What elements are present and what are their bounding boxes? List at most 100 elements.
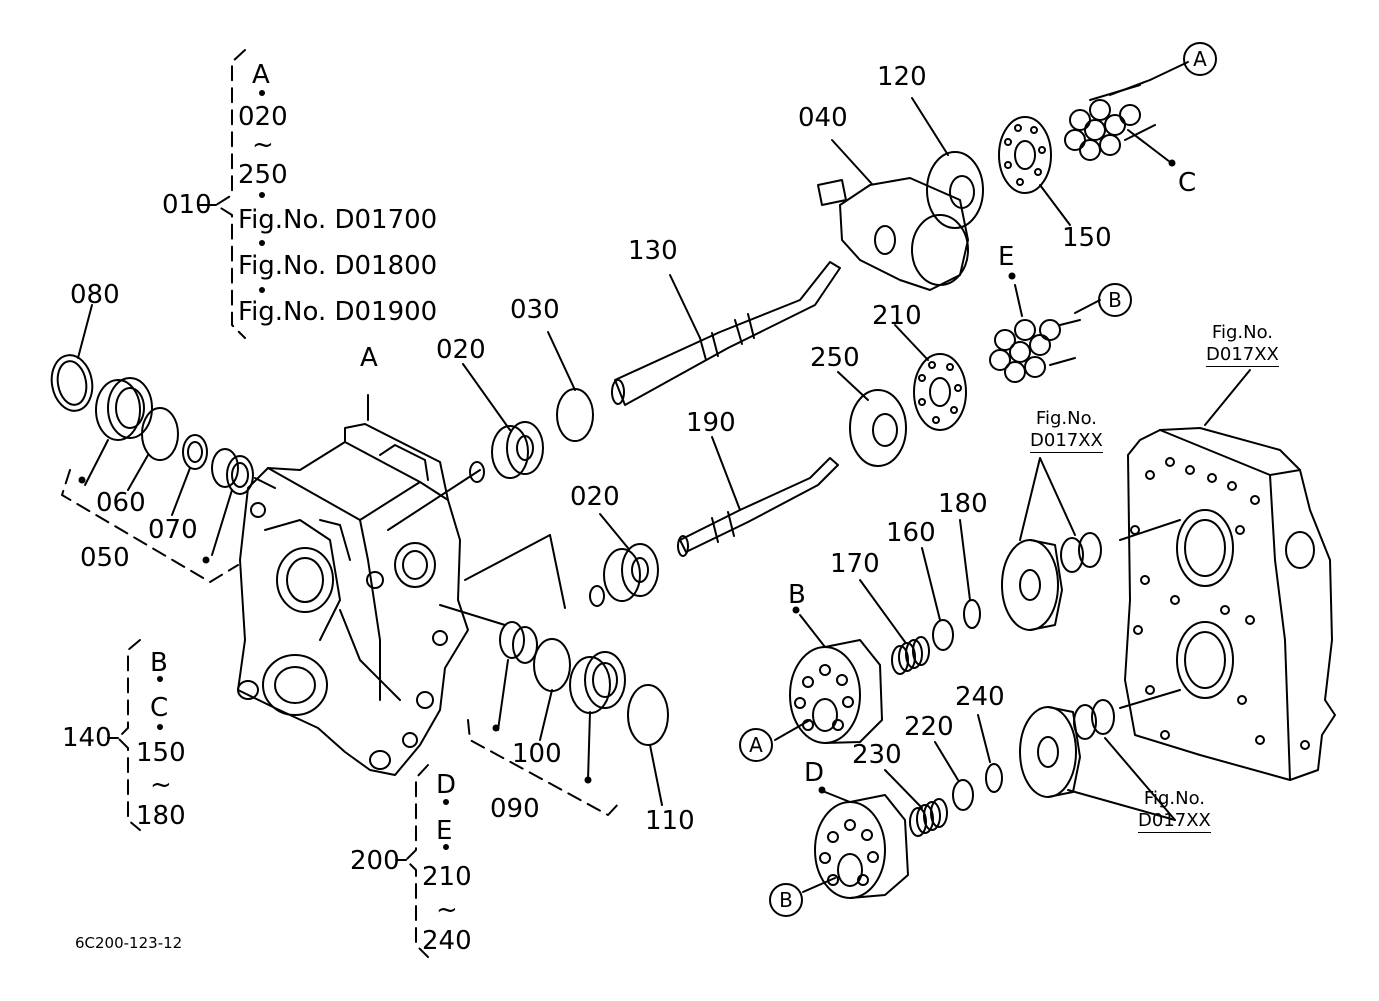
- bush-lower: [1073, 699, 1115, 740]
- figref-middle-line2: D017XX: [1030, 430, 1103, 453]
- valve-plate-210: [913, 353, 967, 431]
- bearing-070: [182, 434, 208, 470]
- pistons-top: [1064, 79, 1156, 161]
- group-010-line-1: A: [252, 60, 270, 90]
- group-200-line-3: 210: [422, 862, 472, 892]
- part-label-040: 040: [798, 103, 848, 133]
- group-200-line-1: D: [436, 770, 457, 800]
- ring-110: [627, 684, 669, 746]
- seal-050: [95, 377, 153, 441]
- part-label-190: 190: [686, 408, 736, 438]
- letter-B-block: B: [788, 580, 806, 610]
- bracket-010: [215, 49, 246, 339]
- part-label-150: 150: [1062, 223, 1112, 253]
- part-label-070: 070: [148, 515, 198, 545]
- bush-090: [499, 621, 538, 664]
- part-label-090: 090: [490, 794, 540, 824]
- letter-D-block: D: [804, 758, 825, 788]
- ring-080: [50, 354, 94, 412]
- shaft-130: [611, 261, 841, 406]
- group-010-line-2: 020: [238, 102, 288, 132]
- group-140-line-1: B: [150, 648, 168, 678]
- part-label-160: 160: [886, 518, 936, 548]
- part-label-140: 140: [62, 723, 112, 753]
- spring-170: [891, 636, 930, 675]
- seal-lower: [569, 651, 626, 714]
- snap-ring-small-top: [469, 461, 485, 483]
- oring-100: [533, 638, 571, 692]
- bush-left: [211, 448, 254, 495]
- part-label-020-top: 020: [436, 335, 486, 365]
- group-140-line-4: ~: [150, 770, 172, 800]
- snap-ring-030: [556, 388, 594, 442]
- port-plate-upper: [1001, 539, 1063, 631]
- washer-160: [932, 619, 954, 651]
- washer-220: [952, 779, 974, 811]
- snap-ring-180: [963, 599, 981, 629]
- group-140-line-3: 150: [136, 738, 186, 768]
- group-010-line-4: 250: [238, 160, 288, 190]
- port-plate-lower: [1019, 706, 1081, 798]
- part-label-200: 200: [350, 846, 400, 876]
- part-label-230: 230: [852, 740, 902, 770]
- pistons-mid: [989, 319, 1081, 383]
- letter-A-housing: A: [360, 343, 378, 373]
- part-label-020-mid: 020: [570, 482, 620, 512]
- diagram-code: 6C200-123-12: [75, 934, 183, 952]
- housing-body: [237, 423, 469, 776]
- snap-ring-240: [985, 763, 1003, 793]
- part-label-030: 030: [510, 295, 560, 325]
- cylinder-block-B: [789, 639, 883, 744]
- figref-top-right: Fig.No. D017XX: [1206, 322, 1279, 367]
- group-010-line-7: Fig.No. D01900: [238, 297, 438, 327]
- callout-B-top: B: [1098, 283, 1132, 317]
- figref-bottom-line1: Fig.No.: [1143, 788, 1205, 809]
- group-200-line-4: ~: [436, 895, 458, 925]
- group-140-line-2: C: [150, 693, 169, 723]
- part-label-220: 220: [904, 712, 954, 742]
- part-label-050: 050: [80, 543, 130, 573]
- part-label-170: 170: [830, 549, 880, 579]
- group-010-line-5: Fig.No. D01700: [238, 205, 438, 235]
- part-label-080: 080: [70, 280, 120, 310]
- figref-middle-line1: Fig.No.: [1035, 408, 1097, 429]
- figref-top-right-line1: Fig.No.: [1211, 322, 1273, 343]
- cylinder-block-D: [814, 794, 909, 899]
- part-label-060: 060: [96, 488, 146, 518]
- part-label-240: 240: [955, 682, 1005, 712]
- group-010-line-3: ~: [252, 130, 274, 160]
- group-200-line-2: E: [436, 816, 453, 846]
- plate-120: [926, 151, 984, 229]
- callout-A-top: A: [1183, 42, 1217, 76]
- bearing-020-top: [491, 421, 544, 479]
- bearing-020-mid: [603, 543, 659, 602]
- figref-middle: Fig.No. D017XX: [1030, 408, 1103, 453]
- part-label-100: 100: [512, 739, 562, 769]
- end-cover: [1124, 427, 1336, 781]
- part-label-250: 250: [810, 343, 860, 373]
- part-label-180: 180: [938, 489, 988, 519]
- group-140-line-5: 180: [136, 801, 186, 831]
- bush-upper: [1060, 532, 1102, 573]
- spring-230: [909, 798, 948, 837]
- part-label-210: 210: [872, 301, 922, 331]
- plate-250: [849, 389, 907, 467]
- part-label-110: 110: [645, 806, 695, 836]
- group-010-line-6: Fig.No. D01800: [238, 251, 438, 281]
- shaft-190: [677, 457, 839, 557]
- group-200-line-5: 240: [422, 926, 472, 956]
- swashplate-040: [817, 177, 969, 291]
- part-label-120: 120: [877, 62, 927, 92]
- part-label-010: 010: [162, 190, 212, 220]
- figref-bottom-line2: D017XX: [1138, 810, 1211, 833]
- letter-E-pistons: E: [998, 242, 1015, 272]
- figref-top-right-line2: D017XX: [1206, 344, 1279, 367]
- callout-A-mid: A: [739, 728, 773, 762]
- snap-ring-small-mid: [589, 585, 605, 607]
- figref-bottom: Fig.No. D017XX: [1138, 788, 1211, 833]
- reference-dots: [78, 90, 1176, 850]
- oring-060: [141, 407, 179, 461]
- part-label-130: 130: [628, 236, 678, 266]
